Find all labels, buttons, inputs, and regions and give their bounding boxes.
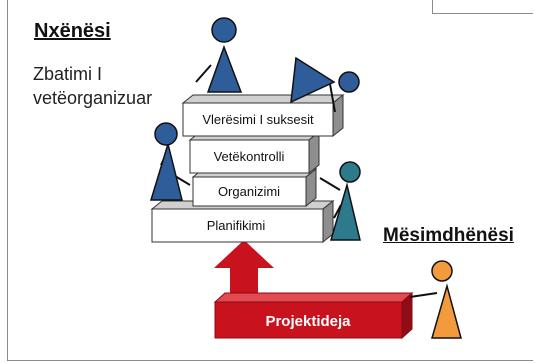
student-figure-top: [195, 17, 243, 93]
project-block: Projektideja: [213, 291, 414, 340]
block-planning: Planifikimi: [150, 199, 335, 244]
teacher-figure: [409, 260, 462, 339]
block-self-control-label: Vetëkontrolli: [214, 149, 285, 164]
block-organization-label: Organizimi: [218, 184, 280, 199]
student-figure-left: [149, 122, 191, 201]
self-organized-label: Zbatimi I vetëorganizuar: [33, 62, 152, 110]
corner-line: [432, 13, 533, 14]
block-evaluation: Vlerësimi I suksesit: [181, 93, 345, 138]
student-figure-right-top: [290, 56, 360, 113]
project-label: Projektideja: [265, 313, 351, 330]
block-evaluation-label: Vlerësimi I suksesit: [202, 112, 314, 127]
page-frame: [7, 0, 533, 361]
student-figure-right-bottom: [319, 161, 361, 241]
block-self-control: Vetëkontrolli: [188, 130, 321, 175]
student-heading: Nxënësi: [34, 20, 111, 42]
teacher-heading: Mësimdhënësi: [383, 225, 514, 246]
block-organization: Organizimi: [191, 167, 318, 208]
self-organized-line-1: Zbatimi I: [33, 64, 103, 84]
self-organized-line-2: vetëorganizuar: [33, 88, 153, 108]
block-planning-label: Planifikimi: [207, 218, 266, 233]
corner-line: [432, 0, 433, 13]
